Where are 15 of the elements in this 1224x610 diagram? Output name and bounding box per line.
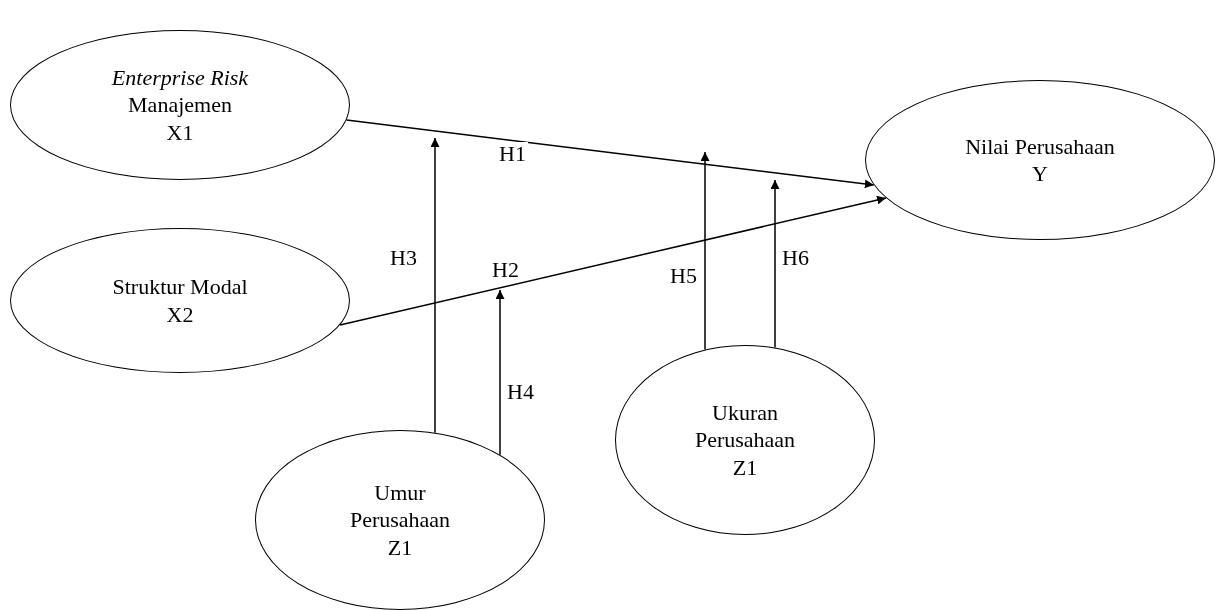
node-label: X2 [166,300,194,328]
arrow [700,151,710,351]
node-label: Z1 [387,533,413,562]
node-label: Z1 [732,453,758,482]
node-label: Struktur Modal [112,273,248,301]
node-label: Umur Perusahaan [348,478,452,534]
node-label: Enterprise Risk Manajemen [110,63,250,119]
arrow [770,179,780,349]
node-label: X1 [166,118,194,147]
node-label: Nilai Perusahaan [965,132,1115,160]
node-label: Ukuran Perusahaan [693,398,797,454]
node-label: Y [1032,160,1048,188]
arrow [339,195,887,326]
arrow [495,289,505,456]
arrow [430,137,440,434]
